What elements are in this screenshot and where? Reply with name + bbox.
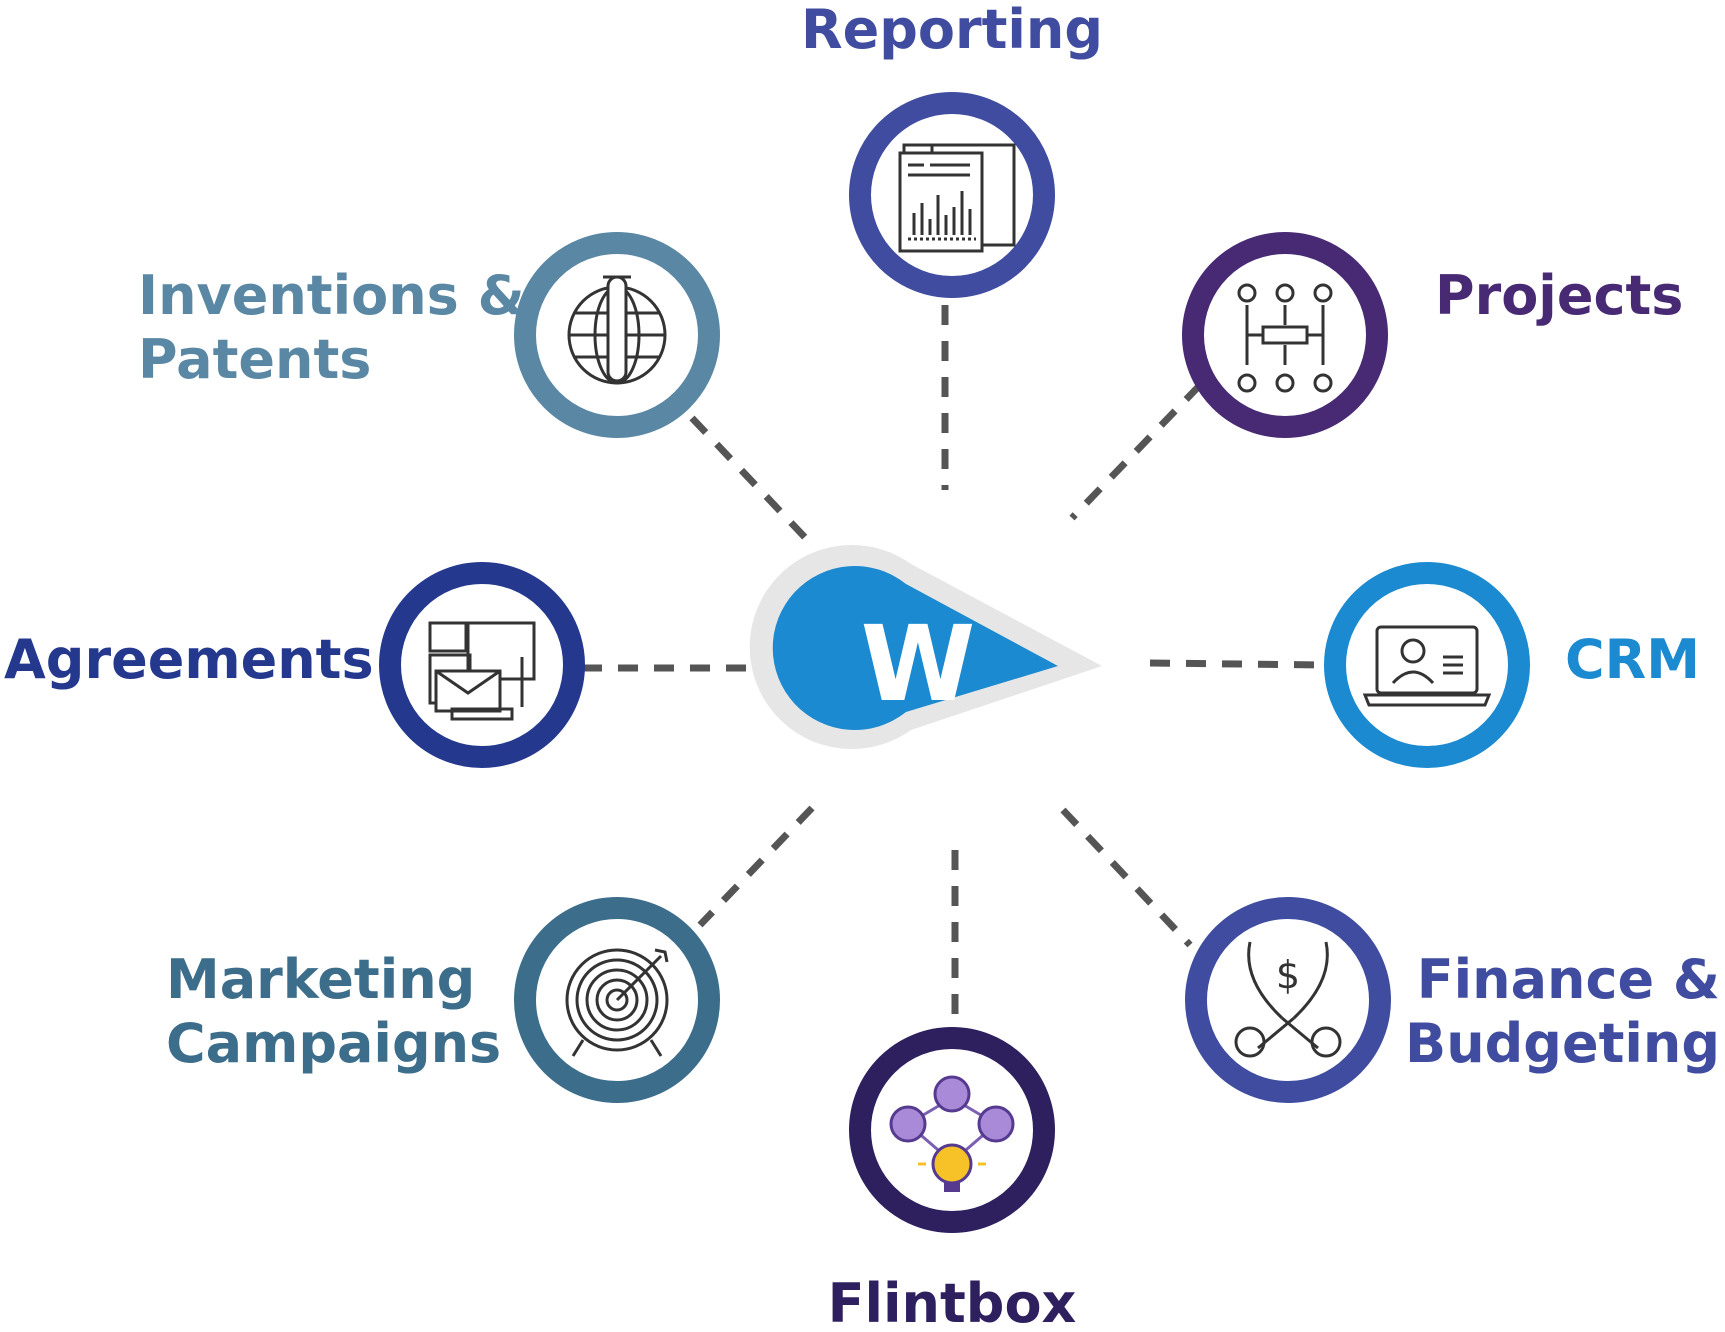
label-agreements: Agreements <box>4 628 374 691</box>
connector-crm <box>1149 659 1326 669</box>
label-inventions-line1: Inventions & <box>138 264 525 327</box>
label-finance-line1: Finance & <box>1417 948 1720 1011</box>
node-ring-projects[interactable] <box>1182 232 1388 438</box>
label-marketing-line1: Marketing <box>166 948 475 1011</box>
label-marketing-line2: Campaigns <box>166 1012 501 1075</box>
workflow-icon <box>1237 283 1333 393</box>
logo-drop <box>772 566 1058 730</box>
lightbulb-network-icon <box>889 1075 1015 1192</box>
node-labels: Reporting Projects CRM Finance & Budgeti… <box>4 0 1720 1332</box>
label-projects: Projects <box>1435 264 1683 327</box>
label-crm: CRM <box>1565 628 1700 691</box>
report-icon <box>898 143 1016 253</box>
logo-letter: W <box>861 603 976 725</box>
node-ring-flintbox[interactable] <box>849 1027 1055 1233</box>
globe-testtube-icon <box>567 275 667 385</box>
svg-text:$: $ <box>1276 953 1300 997</box>
connector-finance <box>1060 807 1193 948</box>
node-ring-finance[interactable] <box>1185 897 1391 1103</box>
center-logo: W <box>749 545 1102 749</box>
connector-marketing <box>697 805 815 928</box>
label-finance-line2: Budgeting <box>1405 1012 1720 1075</box>
label-inventions-line2: Patents <box>138 328 371 391</box>
envelope-docs-icon <box>428 621 536 721</box>
laptop-contact-icon <box>1362 625 1492 707</box>
connector-projects <box>1069 382 1203 521</box>
label-flintbox: Flintbox <box>828 1272 1077 1332</box>
node-ring-crm[interactable] <box>1324 562 1530 768</box>
connector-inventions <box>689 415 818 551</box>
target-icon <box>565 948 669 1057</box>
connectors <box>582 305 1326 1030</box>
scissors-dollar-icon: $ <box>1234 941 1342 1058</box>
label-reporting: Reporting <box>801 0 1103 61</box>
node-ring-agreements[interactable] <box>379 562 585 768</box>
